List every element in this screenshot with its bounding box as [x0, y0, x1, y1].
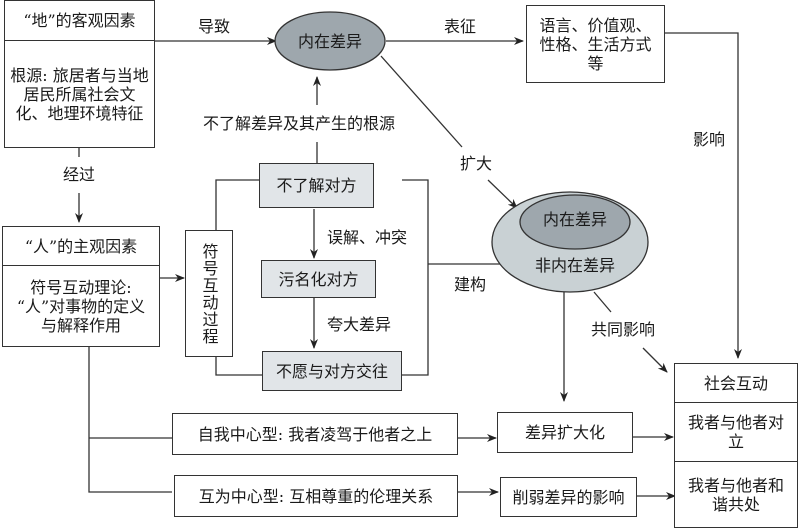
- ellipse-inner-nested: [519, 194, 631, 250]
- weaken-text: 削弱差异的影响: [512, 487, 625, 507]
- mutual-text: 互为中心型: 互相尊重的伦理关系: [198, 486, 434, 506]
- arrow-enlarge: [487, 179, 518, 209]
- ren-body-text: 符号互动理论: “人”对事物的定义与解释作用: [16, 277, 146, 335]
- label-exaggerate: 夸大差异: [327, 315, 392, 334]
- harmony-box: 我者与他者和谐共处: [674, 461, 798, 528]
- label-through: 经过: [63, 165, 96, 184]
- ellipse-inner-top: [274, 11, 386, 71]
- oppose-text: 我者与他者对立: [687, 413, 784, 451]
- diff-enlarge-box: 差异扩大化: [497, 412, 633, 453]
- label-enlarge: 扩大: [460, 154, 493, 173]
- label-misunderstand: 误解、冲突: [327, 228, 408, 247]
- inner-nested-text: 内在差异: [542, 210, 607, 229]
- di-body-text: 根源: 旅居者与当地居民所属社会文化、地理环境特征: [10, 65, 149, 123]
- inner-top-text: 内在差异: [297, 32, 362, 51]
- harmony-text: 我者与他者和谐共处: [687, 475, 784, 514]
- social-header-text: 社会互动: [703, 373, 768, 393]
- traits-text: 语言、价值观、性格、生活方式等: [539, 15, 652, 73]
- egocentric-box: 自我中心型: 我者凌驾于他者之上: [172, 413, 458, 455]
- stigmatize-text: 污名化对方: [278, 269, 359, 289]
- unwilling-box: 不愿与对方交往: [262, 351, 402, 391]
- ren-header-text: “人”的主观因素: [24, 236, 138, 256]
- diff-enlarge-text: 差异扩大化: [524, 423, 605, 442]
- label-lead-to: 导致: [198, 17, 231, 36]
- label-no-root: 不了解差异及其产生的根源: [203, 114, 396, 133]
- ren-header-box: “人”的主观因素: [2, 226, 160, 266]
- non-inner-text: 非内在差异: [534, 256, 615, 275]
- social-header-box: 社会互动: [674, 363, 798, 403]
- label-represent: 表征: [444, 17, 477, 36]
- mutual-box: 互为中心型: 互相尊重的伦理关系: [174, 475, 458, 517]
- label-construct: 建构: [454, 275, 487, 294]
- label-influence: 影响: [693, 130, 726, 149]
- symbolic-process-box: 符号互动过程: [185, 230, 233, 357]
- stigmatize-box: 污名化对方: [261, 260, 376, 298]
- label-jointly: 共同影响: [591, 320, 656, 339]
- di-header-text: “地”的客观因素: [23, 11, 136, 30]
- arrow-jointly: [642, 347, 668, 373]
- di-body-box: 根源: 旅居者与当地居民所属社会文化、地理环境特征: [4, 40, 155, 148]
- weaken-box: 削弱差异的影响: [500, 477, 637, 517]
- oppose-box: 我者与他者对立: [674, 402, 798, 462]
- arrow-influence: [664, 32, 742, 359]
- symbolic-process-text: 符号互动过程: [199, 242, 219, 345]
- not-understand-box: 不了解对方: [259, 163, 374, 208]
- egocentric-text: 自我中心型: 我者凌驾于他者之上: [197, 424, 433, 444]
- not-understand-text: 不了解对方: [276, 176, 357, 195]
- ren-body-box: 符号互动理论: “人”对事物的定义与解释作用: [2, 265, 160, 347]
- traits-box: 语言、价值观、性格、生活方式等: [526, 5, 665, 83]
- di-header-box: “地”的客观因素: [4, 0, 155, 41]
- unwilling-text: 不愿与对方交往: [275, 361, 388, 381]
